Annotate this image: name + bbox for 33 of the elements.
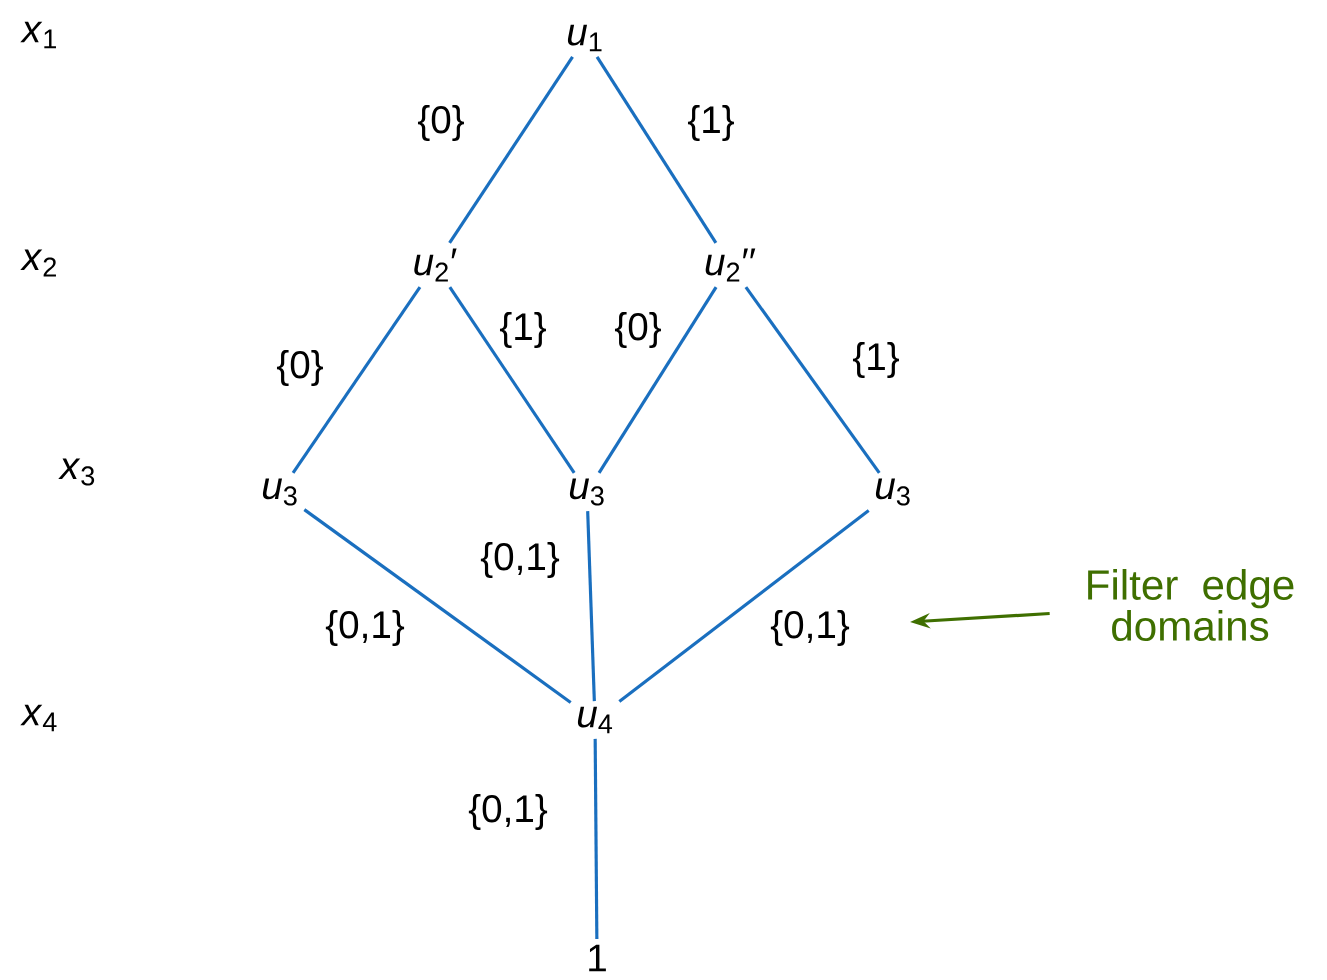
- edge-label: {0,1}: [478, 540, 562, 580]
- edge-line: [586, 511, 596, 702]
- edge-label: {0,1}: [768, 608, 852, 648]
- edge-line: [593, 738, 599, 940]
- level-label: x$_{3}$: [58, 458, 95, 486]
- annotation-text: Filter edge domains: [1088, 569, 1294, 642]
- edge-line: [597, 286, 718, 474]
- node-label: u$_{4}$: [577, 706, 613, 734]
- edge-line: [303, 508, 572, 704]
- level-label: x$_{1}$: [20, 21, 56, 49]
- edge-label: {1}: [497, 310, 549, 350]
- edge-line: [595, 56, 718, 244]
- edge-label: {0}: [415, 103, 467, 143]
- node-label: u$_{1}$: [567, 24, 602, 52]
- node-label: 1: [589, 944, 606, 972]
- node-label: u$_{3}$: [569, 478, 604, 506]
- node-label: u$_{3}$: [262, 478, 297, 506]
- node-label: u$_{3}$: [875, 478, 910, 506]
- edge-line: [448, 286, 576, 474]
- edge-label: {1}: [850, 340, 902, 380]
- node-label: u$_{2}$′′: [705, 248, 756, 282]
- edge-line: [618, 509, 870, 703]
- edge-line: [291, 286, 422, 474]
- edge-label: {0,1}: [466, 792, 550, 832]
- edge-line: [448, 56, 574, 244]
- edge-label: {0}: [274, 348, 326, 388]
- level-label: x$_{4}$: [20, 704, 57, 732]
- edge-label: {0,1}: [323, 608, 407, 648]
- level-label: x$_{2}$: [20, 249, 56, 277]
- edge-line: [744, 286, 881, 474]
- edge-label: {0}: [612, 310, 664, 350]
- node-label: u$_{2}$′: [414, 248, 457, 282]
- edge-label: {1}: [685, 103, 737, 143]
